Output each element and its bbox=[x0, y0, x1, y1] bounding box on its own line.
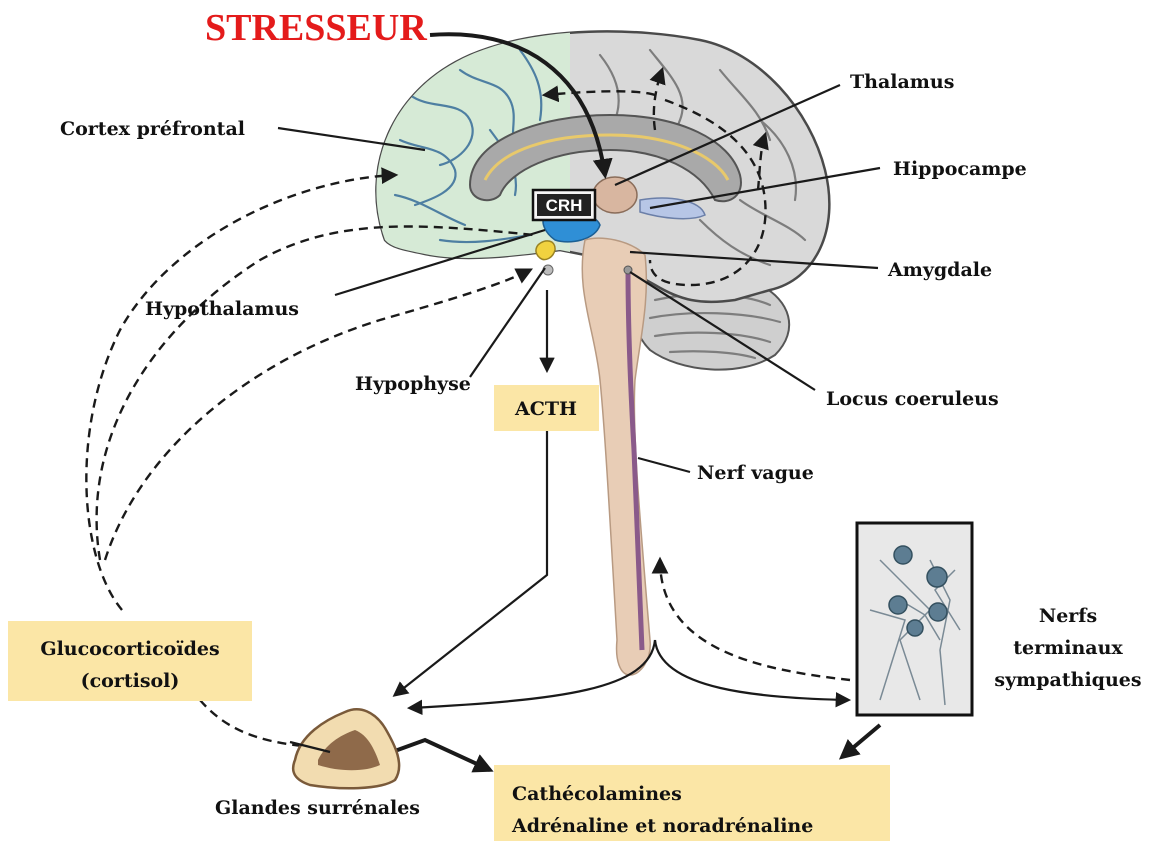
label-nerfs-line2: terminaux bbox=[1013, 637, 1123, 659]
label-hypophyse: Hypophyse bbox=[355, 373, 471, 395]
label-thalamus: Thalamus bbox=[850, 71, 954, 93]
label-cat-line2: Adrénaline et noradrénaline bbox=[511, 815, 813, 837]
label-gluco-line1: Glucocorticoïdes bbox=[40, 638, 219, 660]
label-gluco-line2: (cortisol) bbox=[81, 670, 180, 692]
crh-text: CRH bbox=[546, 196, 583, 215]
adrenal-gland bbox=[290, 709, 399, 788]
label-nerfs-line3: sympathiques bbox=[994, 669, 1141, 691]
brainstem-to-nerves-arrow bbox=[655, 640, 848, 700]
thalamus-structure bbox=[593, 177, 637, 213]
sympathetic-nerve-terminals-illustration bbox=[857, 523, 972, 715]
nerves-to-brainstem-dashed bbox=[660, 560, 850, 680]
pituitary-structure bbox=[536, 241, 555, 260]
label-hippocampe: Hippocampe bbox=[893, 158, 1027, 180]
label-locus-coeruleus: Locus coeruleus bbox=[826, 388, 999, 410]
feedback-to-cortex bbox=[86, 175, 395, 610]
label-cat-line1: Cathécolamines bbox=[512, 783, 682, 805]
label-glandes-surrenales: Glandes surrénales bbox=[215, 797, 420, 819]
stressor-title: STRESSEUR bbox=[205, 7, 427, 49]
label-nerf-vague: Nerf vague bbox=[697, 462, 814, 484]
label-amygdale: Amygdale bbox=[887, 259, 992, 281]
label-nerfs-line1: Nerfs bbox=[1039, 605, 1097, 627]
label-acth: ACTH bbox=[514, 398, 577, 420]
label-hypothalamus: Hypothalamus bbox=[145, 298, 299, 320]
label-cortex-prefrontal: Cortex préfrontal bbox=[60, 118, 245, 140]
brain-illustration bbox=[360, 20, 829, 675]
crh-label: CRH bbox=[533, 190, 595, 220]
nerves-to-catecholamines-arrow bbox=[842, 725, 880, 757]
acth-to-adrenal-arrow bbox=[395, 430, 547, 695]
